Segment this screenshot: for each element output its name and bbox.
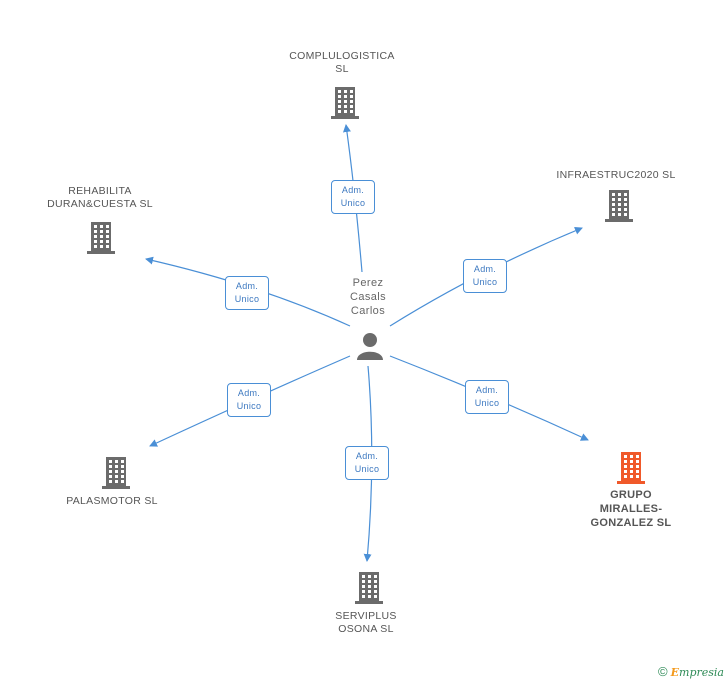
company-label-rehabilita[interactable]: REHABILITA DURAN&CUESTA SL [47,185,153,210]
copyright-icon: © [658,664,668,679]
role-badge-palasmotor[interactable]: Adm. Unico [227,383,271,417]
role-badge-infraestruc2020[interactable]: Adm. Unico [463,259,507,293]
building-icon[interactable] [354,570,384,604]
building-icon[interactable] [330,85,360,119]
person-icon[interactable] [355,331,385,361]
company-label-serviplus[interactable]: SERVIPLUS OSONA SL [335,610,397,635]
company-label-palasmotor[interactable]: PALASMOTOR SL [66,495,158,507]
building-icon[interactable] [604,188,634,222]
building-icon[interactable] [101,455,131,489]
person-name[interactable]: Perez Casals Carlos [349,277,387,317]
role-badge-complulogistica[interactable]: Adm. Unico [331,180,375,214]
role-badge-grupo-miralles[interactable]: Adm. Unico [465,380,509,414]
building-icon-highlighted[interactable] [616,450,646,484]
role-badge-serviplus[interactable]: Adm. Unico [345,446,389,480]
building-icon[interactable] [86,220,116,254]
empresia-logo[interactable]: ©Empresia [658,664,724,679]
company-label-complulogistica[interactable]: COMPLULOGISTICA SL [289,50,395,75]
role-badge-rehabilita[interactable]: Adm. Unico [225,276,269,310]
company-label-grupo-miralles[interactable]: GRUPO MIRALLES- GONZALEZ SL [590,489,672,529]
company-label-infraestruc2020[interactable]: INFRAESTRUC2020 SL [556,169,676,181]
